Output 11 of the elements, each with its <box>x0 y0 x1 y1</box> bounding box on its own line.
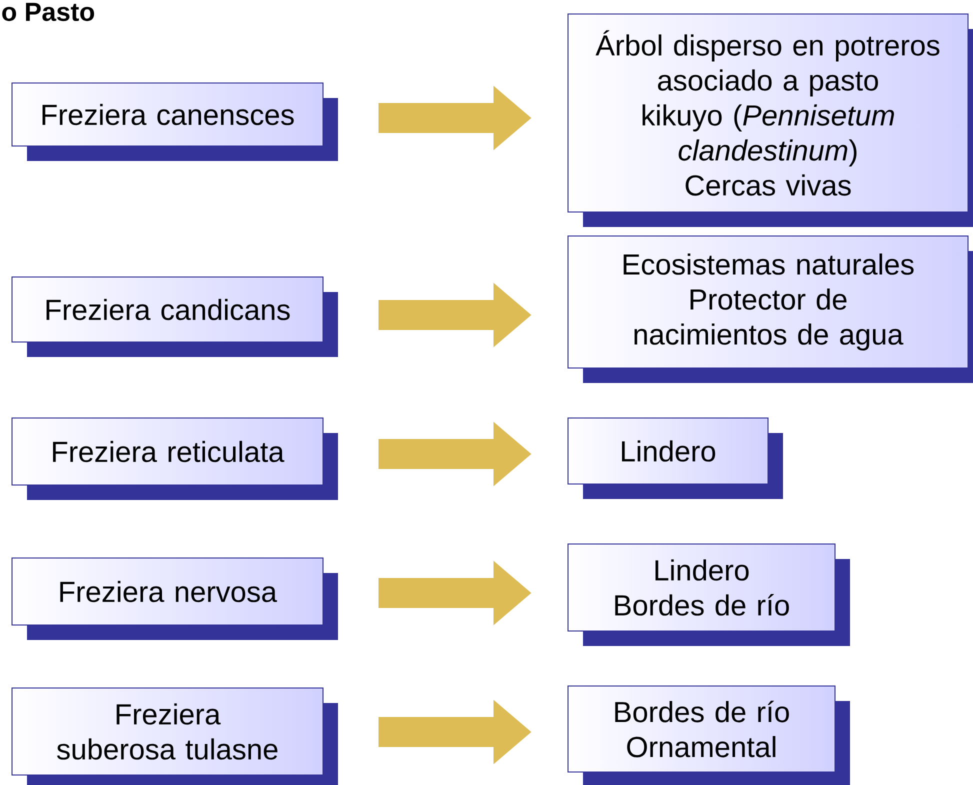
use-box: Ecosistemas naturales Protector de nacimientos de agua <box>568 236 973 383</box>
species-box: Freziera reticulata <box>12 418 338 500</box>
species-box: Freziera suberosa tulasne <box>12 688 338 785</box>
use-box: Lindero <box>568 418 784 499</box>
use-box: Árbol disperso en potreros asociado a pasto kikuyo (Pennisetum clandestinum) Cercas vivas <box>568 14 973 227</box>
species-box: Freziera canensces <box>12 82 338 161</box>
use-box: Lindero Bordes de río <box>568 544 850 646</box>
use-box: Bordes de río Ornamental <box>568 686 850 785</box>
species-box: Freziera nervosa <box>12 558 338 640</box>
species-box: Freziera candicans <box>12 276 338 357</box>
title: o Pasto <box>2 2 94 22</box>
